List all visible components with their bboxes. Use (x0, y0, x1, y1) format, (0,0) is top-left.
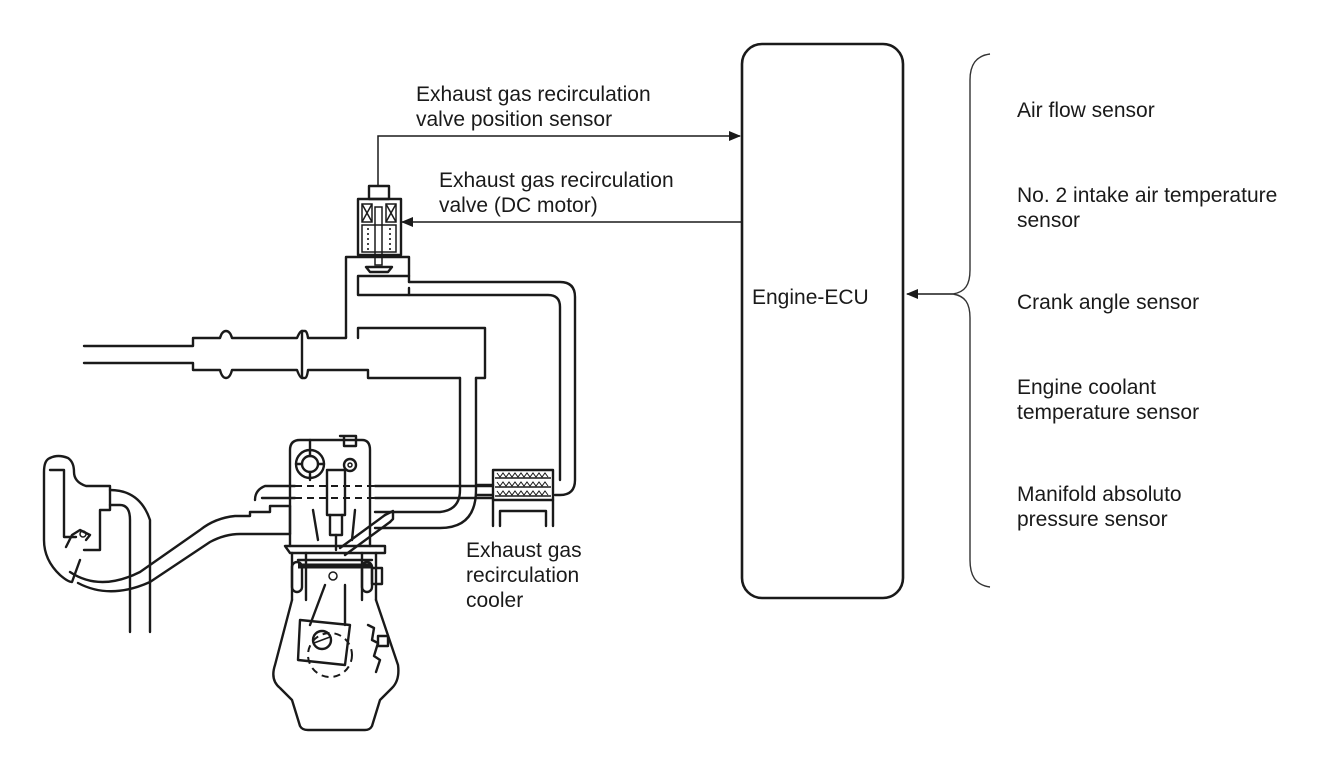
sensor-crank-angle: Crank angle sensor (1017, 290, 1199, 315)
turbocharger-icon[interactable] (42, 454, 495, 634)
sensor-group-brace (952, 53, 991, 588)
valve-position-sensor-label: Exhaust gas recirculation valve position… (416, 82, 651, 132)
sensor-engine-coolant-temp-line1: Engine coolant (1017, 376, 1156, 399)
egr-cooler-label-line3: cooler (466, 589, 524, 612)
sensor-intake-air-temp-line1: No. 2 intake air temperature (1017, 184, 1278, 207)
sensor-manifold-pressure-line1: Manifold absoluto (1017, 483, 1182, 506)
egr-cooler-icon[interactable] (474, 468, 555, 528)
position-sensor-signal-line (377, 131, 741, 187)
sensor-engine-coolant-temp: Engine coolant temperature sensor (1017, 375, 1199, 425)
sensor-air-flow-line1: Air flow sensor (1017, 99, 1155, 122)
sensor-manifold-pressure: Manifold absoluto pressure sensor (1017, 482, 1182, 532)
valve-dc-motor-label: Exhaust gas recirculation valve (DC moto… (439, 168, 674, 218)
egr-pipework (82, 255, 577, 530)
egr-cooler-label: Exhaust gas recirculation cooler (466, 538, 582, 613)
valve-position-sensor-label-line2: valve position sensor (416, 108, 613, 131)
egr-valve-icon[interactable] (356, 184, 403, 274)
valve-dc-motor-label-line1: Exhaust gas recirculation (439, 169, 674, 192)
engine-ecu-label: Engine-ECU (752, 286, 869, 309)
sensor-engine-coolant-temp-line2: temperature sensor (1017, 401, 1200, 424)
valve-position-sensor-label-line1: Exhaust gas recirculation (416, 83, 651, 106)
egr-cooler-label-line2: recirculation (466, 564, 580, 587)
engine-ecu-box[interactable] (740, 42, 905, 600)
egr-cooler-label-line1: Exhaust gas (466, 539, 582, 562)
sensor-intake-air-temp-line2: sensor (1017, 209, 1081, 232)
sensor-crank-angle-line1: Crank angle sensor (1017, 291, 1200, 314)
sensor-intake-air-temp: No. 2 intake air temperature sensor (1017, 183, 1277, 233)
sensor-manifold-pressure-line2: pressure sensor (1017, 508, 1168, 531)
sensor-air-flow: Air flow sensor (1017, 98, 1155, 123)
valve-dc-motor-label-line2: valve (DC motor) (439, 194, 598, 217)
engine-icon[interactable] (272, 434, 400, 732)
